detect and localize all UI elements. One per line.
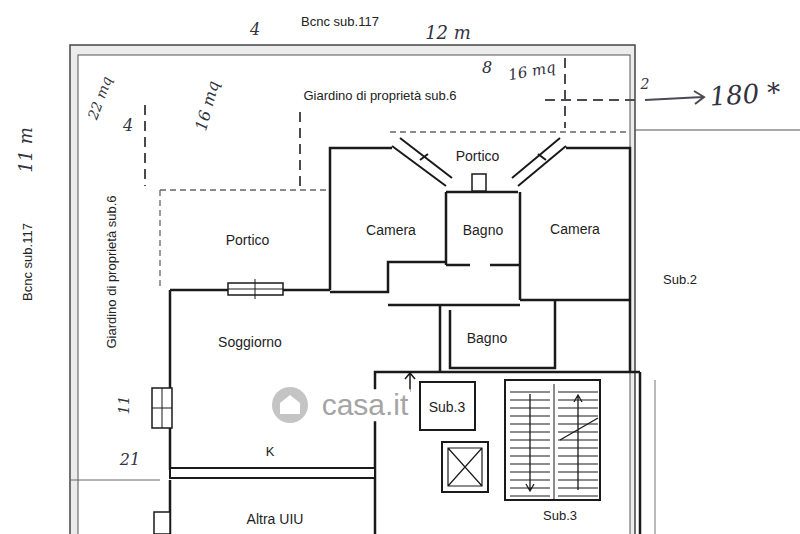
- lot-band: [70, 45, 635, 534]
- wall: [170, 468, 375, 478]
- wall: [330, 148, 630, 372]
- room: Portico: [425, 143, 530, 171]
- handwritten-note: 4: [123, 118, 133, 135]
- lot-inner: [78, 55, 630, 534]
- boundary-line: [70, 480, 160, 481]
- window-symbol: [154, 512, 170, 534]
- window-symbol: [152, 388, 172, 428]
- handwritten-note: 4: [250, 22, 260, 39]
- room: Altra UIU: [180, 508, 370, 532]
- handwritten-note: 8: [482, 60, 492, 77]
- room: Bagno: [452, 316, 522, 362]
- handwritten-note: 11: [117, 395, 133, 414]
- room-name: Portico: [456, 149, 500, 164]
- room: Sub.3: [423, 390, 471, 426]
- room: Camera: [342, 200, 440, 262]
- boundary-line: [635, 130, 800, 131]
- plan-label: Sub.2: [663, 273, 697, 287]
- plan-label: Bcnc sub.117: [301, 15, 379, 29]
- watermark-icon: [280, 395, 300, 414]
- room-name: Altra UIU: [247, 512, 304, 527]
- handwritten-dashed-line: [145, 58, 640, 188]
- room-name: Camera: [366, 223, 416, 238]
- handwritten-arrow: [645, 91, 704, 104]
- room-name: Camera: [550, 222, 600, 237]
- wall: [330, 192, 630, 368]
- room: Camera: [524, 198, 626, 262]
- window-symbol: [152, 388, 172, 428]
- plan-label: Giardino di proprietà sub.6: [303, 89, 456, 103]
- room-name: Portico: [226, 233, 270, 248]
- plan-label: Sub.3: [543, 509, 577, 523]
- column: [472, 174, 486, 191]
- plan-label: Bcnc sub.117: [21, 223, 35, 301]
- stair-arrow: [526, 394, 598, 491]
- small-room: [420, 382, 475, 430]
- lift-cross: [448, 448, 482, 486]
- window-symbol: [228, 279, 283, 299]
- room-name: Sub.3: [429, 400, 466, 415]
- lift-shaft: [442, 442, 488, 492]
- handwritten-note: 2: [641, 77, 650, 92]
- watermark-icon: [272, 387, 308, 423]
- boundary-line: [655, 380, 656, 534]
- room: Bagno: [448, 205, 518, 257]
- wall: [170, 290, 640, 534]
- handwritten-note: 12 m: [425, 24, 471, 43]
- garden-dashed-line: [160, 132, 630, 290]
- room-name: Bagno: [463, 223, 503, 238]
- stairs: [505, 380, 600, 500]
- room: Soggiorno: [180, 300, 320, 386]
- handwritten-note: 11 m: [17, 127, 36, 173]
- plan-label: Giardino di proprietà sub.6: [105, 195, 119, 348]
- handwritten-note: 180 *: [709, 79, 782, 111]
- stair-steps: [510, 384, 598, 500]
- room-name: Bagno: [467, 331, 507, 346]
- plan-label: K: [266, 445, 275, 459]
- handwritten-note: 21: [120, 452, 140, 469]
- room-name: Soggiorno: [218, 335, 282, 350]
- room: Portico: [175, 200, 320, 282]
- watermark: casa.it: [320, 389, 411, 421]
